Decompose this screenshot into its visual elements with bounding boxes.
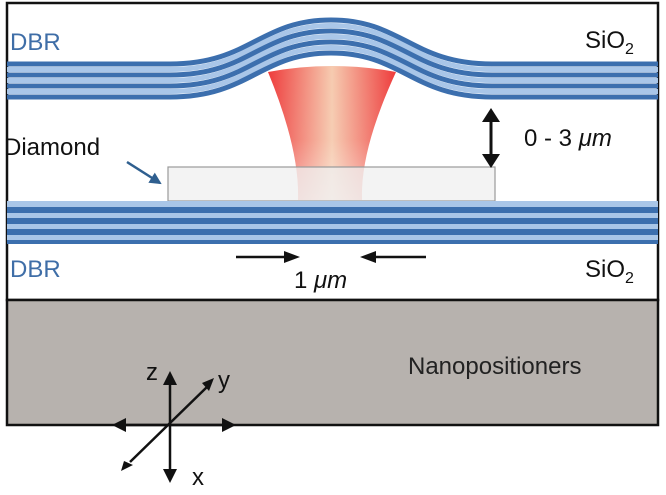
sio2-bottom-label: SiO2 <box>585 256 634 287</box>
diamond-pointer-arrow <box>126 160 162 185</box>
spot-arrow-right-head <box>360 251 376 263</box>
gap-label: 0 - 3 μm <box>524 125 612 152</box>
top-dbr-mirror <box>7 17 658 100</box>
nanopositioners-label: Nanopositioners <box>408 353 581 380</box>
dbr-top-label: DBR <box>10 29 61 56</box>
gap-arrow-up-head <box>482 108 500 122</box>
dbr-bottom-label: DBR <box>10 256 61 283</box>
diamond-label: Diamond <box>4 134 100 161</box>
sio2-top-label: SiO2 <box>585 27 634 58</box>
diamond-membrane <box>167 166 496 202</box>
axis-y-label: y <box>218 367 230 394</box>
nanopositioner-stage <box>5 298 660 427</box>
coordinate-axes <box>112 371 236 483</box>
bottom-dbr-mirror <box>7 201 658 244</box>
axis-x-label: x <box>192 464 204 490</box>
gap-arrow-down-head <box>482 154 500 168</box>
spot-arrow-left-head <box>284 251 300 263</box>
axis-z-label: z <box>146 359 158 386</box>
spot-size-label: 1 μm <box>294 267 347 294</box>
